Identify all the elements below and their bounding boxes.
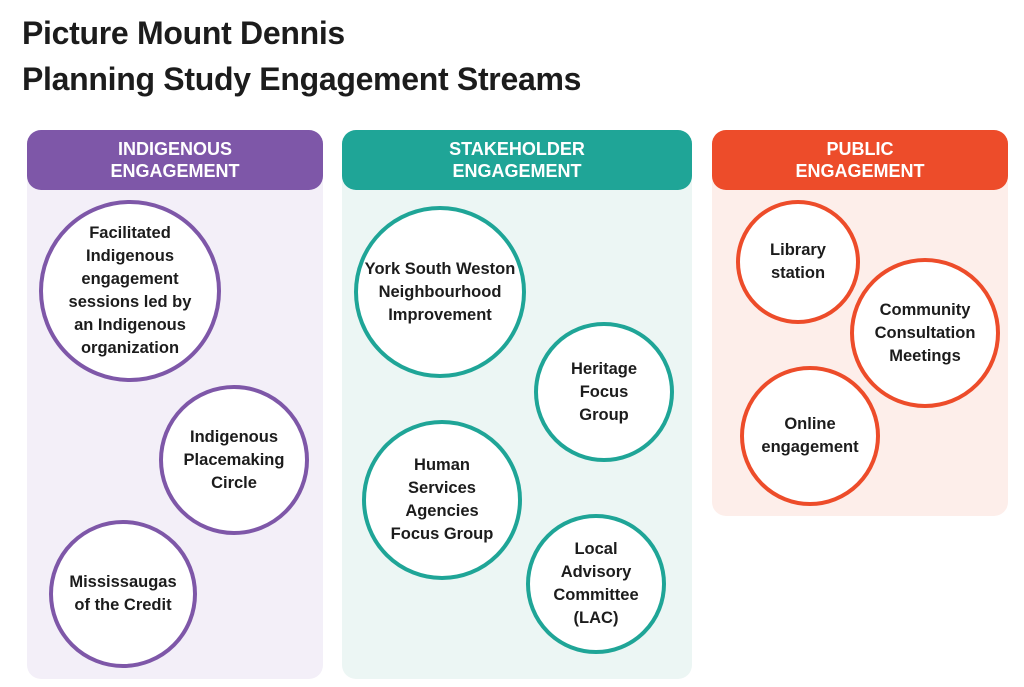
indigenous-item-placemaking-circle: Indigenous Placemaking Circle (159, 385, 309, 535)
header-line-1: PUBLIC (826, 139, 894, 159)
public-engagement-column: PUBLIC ENGAGEMENT Library station Commun… (712, 130, 1008, 516)
header-line-2: ENGAGEMENT (795, 161, 925, 181)
stakeholder-item-local-advisory-committee: Local Advisory Committee (LAC) (526, 514, 666, 654)
public-item-online-engagement: Online engagement (740, 366, 880, 506)
public-item-library-station: Library station (736, 200, 860, 324)
title-line-1: Picture Mount Dennis (22, 15, 345, 51)
stakeholder-engagement-column: STAKEHOLDER ENGAGEMENT York South Weston… (342, 130, 692, 679)
stakeholder-item-york-south-weston: York South Weston Neighbourhood Improvem… (354, 206, 526, 378)
stakeholder-item-human-services-agencies: Human Services Agencies Focus Group (362, 420, 522, 580)
header-line-1: INDIGENOUS (117, 139, 232, 159)
stakeholder-engagement-header: STAKEHOLDER ENGAGEMENT (342, 130, 692, 190)
page-title: Picture Mount Dennis Planning Study Enga… (22, 10, 581, 102)
indigenous-item-mississaugas-of-the-credit: Mississaugas of the Credit (49, 520, 197, 668)
header-line-1: STAKEHOLDER (449, 139, 585, 159)
header-line-2: ENGAGEMENT (452, 161, 582, 181)
header-line-2: ENGAGEMENT (110, 161, 240, 181)
stakeholder-item-heritage-focus-group: Heritage Focus Group (534, 322, 674, 462)
indigenous-engagement-header: INDIGENOUS ENGAGEMENT (27, 130, 323, 190)
indigenous-item-facilitated-sessions: Facilitated Indigenous engagement sessio… (39, 200, 221, 382)
indigenous-engagement-column: INDIGENOUS ENGAGEMENT Facilitated Indige… (27, 130, 323, 679)
public-item-community-consultation-meetings: Community Consultation Meetings (850, 258, 1000, 408)
title-line-2: Planning Study Engagement Streams (22, 61, 582, 97)
public-engagement-header: PUBLIC ENGAGEMENT (712, 130, 1008, 190)
